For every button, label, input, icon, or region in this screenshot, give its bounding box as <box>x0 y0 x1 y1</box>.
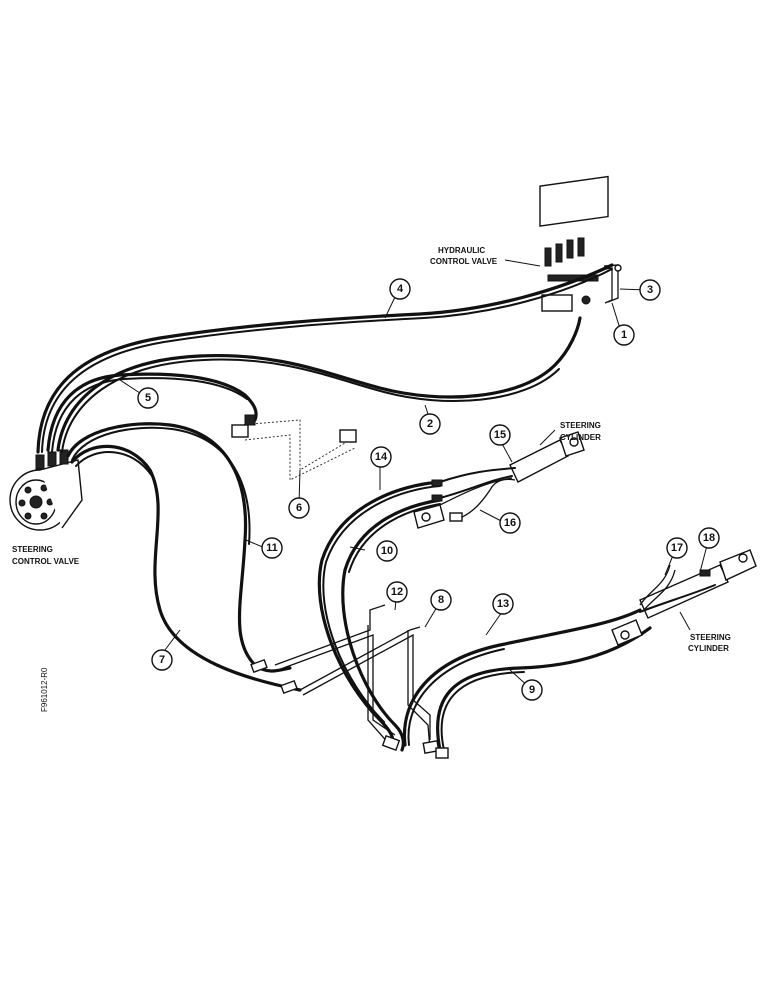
tube-12 <box>274 604 386 666</box>
callout-7: 7 <box>151 649 173 671</box>
callout-17: 17 <box>666 537 688 559</box>
svg-text:CYLINDER: CYLINDER <box>688 644 729 653</box>
svg-text:14: 14 <box>375 451 388 463</box>
svg-text:16: 16 <box>504 517 516 529</box>
svg-text:9: 9 <box>529 684 535 696</box>
svg-text:13: 13 <box>497 598 509 610</box>
figure-code: F961012-R0 <box>40 667 49 712</box>
callout-16: 16 <box>499 512 521 534</box>
steering-cylinder-upper <box>413 431 585 529</box>
callout-12: 12 <box>386 581 408 603</box>
svg-text:CONTROL VALVE: CONTROL VALVE <box>12 557 80 566</box>
svg-text:10: 10 <box>381 545 393 557</box>
hydraulic-control-valve <box>539 175 622 312</box>
label-hydraulic-control-valve: HYDRAULIC CONTROL VALVE <box>430 246 498 266</box>
svg-text:18: 18 <box>703 532 715 544</box>
svg-text:11: 11 <box>266 542 278 554</box>
svg-text:CONTROL VALVE: CONTROL VALVE <box>430 257 498 266</box>
tube-6-hidden <box>231 414 357 481</box>
svg-text:12: 12 <box>391 586 403 598</box>
callout-15: 15 <box>489 424 511 446</box>
svg-text:HYDRAULIC: HYDRAULIC <box>438 246 485 255</box>
hose-10 <box>341 498 442 752</box>
callout-2: 2 <box>419 413 441 435</box>
callout-14: 14 <box>370 446 392 468</box>
svg-text:15: 15 <box>494 429 506 441</box>
steering-cylinder-lower <box>611 549 757 646</box>
callout-5: 5 <box>137 387 159 409</box>
svg-text:8: 8 <box>438 594 444 606</box>
hose-9 <box>435 626 652 752</box>
svg-text:1: 1 <box>621 329 627 341</box>
svg-text:17: 17 <box>671 542 683 554</box>
callout-1: 1 <box>613 324 635 346</box>
hose-14 <box>317 480 442 748</box>
callout-18: 18 <box>698 527 720 549</box>
hose-4 <box>36 263 614 454</box>
callout-3: 3 <box>639 279 661 301</box>
svg-text:5: 5 <box>145 392 151 404</box>
label-steering-control-valve: STEERING CONTROL VALVE <box>12 545 80 566</box>
svg-text:4: 4 <box>397 283 404 295</box>
svg-text:CYLINDER: CYLINDER <box>560 433 601 442</box>
callout-6: 6 <box>288 497 310 519</box>
label-steering-cylinder-lower: STEERING CYLINDER <box>688 633 731 653</box>
hose-2 <box>56 316 582 452</box>
svg-text:STEERING: STEERING <box>690 633 731 642</box>
callout-9: 9 <box>521 679 543 701</box>
label-steering-cylinder-upper: STEERING CYLINDER <box>560 421 601 442</box>
callout-8: 8 <box>430 589 452 611</box>
svg-text:2: 2 <box>427 418 433 430</box>
tube-8 <box>299 626 421 691</box>
hose-5 <box>46 372 258 452</box>
callout-10: 10 <box>376 540 398 562</box>
svg-text:7: 7 <box>159 654 165 666</box>
hose-11 <box>66 422 292 673</box>
svg-text:6: 6 <box>296 502 302 514</box>
callout-13: 13 <box>492 593 514 615</box>
svg-text:STEERING: STEERING <box>560 421 601 430</box>
callout-11: 11 <box>261 537 283 559</box>
steering-control-valve <box>9 449 83 531</box>
hose-13 <box>402 608 642 747</box>
svg-text:STEERING: STEERING <box>12 545 53 554</box>
hose-7 <box>70 444 302 692</box>
svg-text:3: 3 <box>647 284 653 296</box>
callout-4: 4 <box>389 278 411 300</box>
